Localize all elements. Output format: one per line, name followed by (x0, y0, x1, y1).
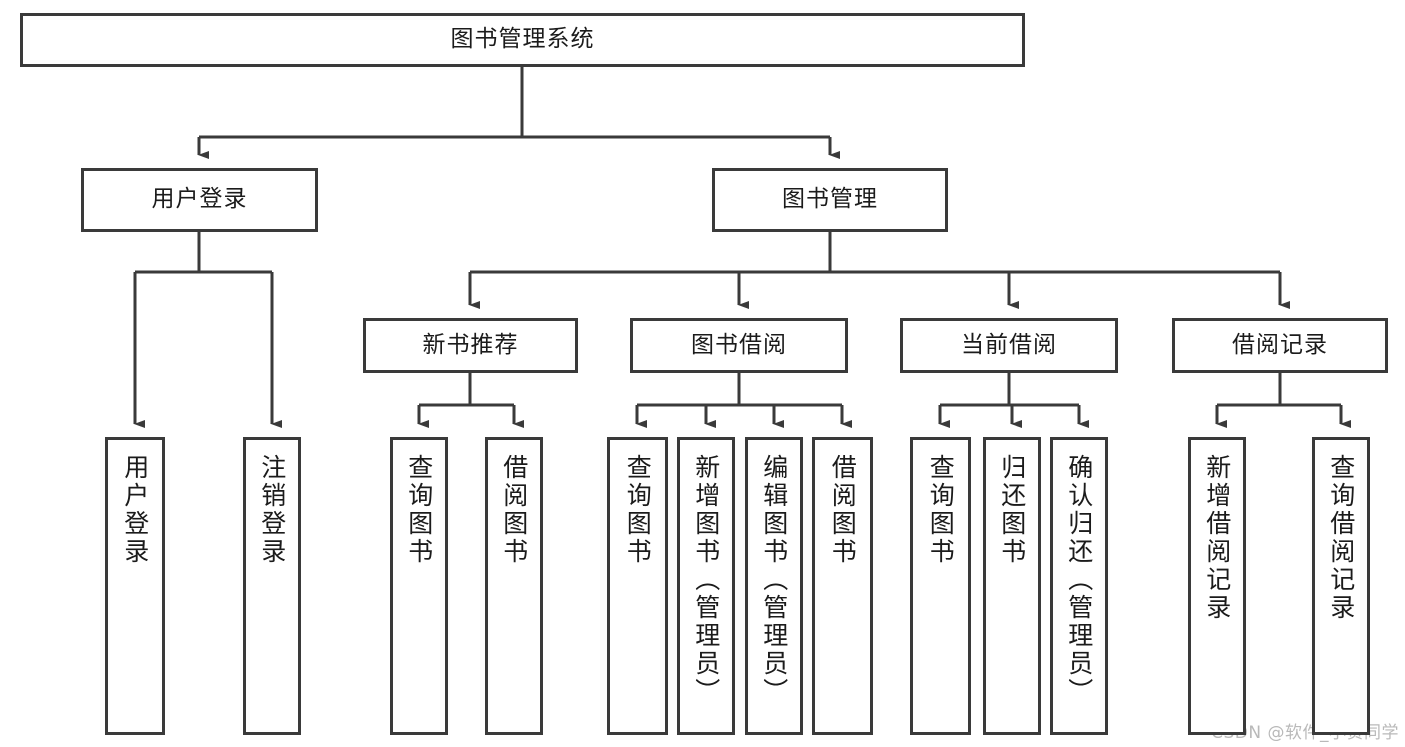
node-label: 用户登录 (120, 454, 150, 566)
node-new-book-recommend[interactable]: 新书推荐 (363, 318, 578, 373)
node-label: 图书管理 (782, 186, 878, 213)
node-label: 注销登录 (257, 454, 287, 566)
node-label: 借阅记录 (1232, 331, 1328, 358)
node-label: 新书推荐 (422, 331, 519, 358)
node-leaf-user-login[interactable]: 用户登录 (105, 437, 165, 735)
node-leaf-confirm-return[interactable]: 确认归还（管理员） (1050, 437, 1108, 735)
node-borrow-record[interactable]: 借阅记录 (1172, 318, 1388, 373)
node-label: 归还图书 (997, 454, 1027, 566)
node-label: 借阅图书 (499, 454, 529, 566)
node-leaf-logout[interactable]: 注销登录 (243, 437, 301, 735)
node-label: 新增借阅记录 (1202, 454, 1232, 622)
node-label: 图书借阅 (691, 331, 787, 358)
node-label: 新增图书（管理员） (691, 454, 721, 706)
node-label: 查询图书 (926, 454, 956, 566)
node-label: 借阅图书 (828, 454, 858, 566)
node-leaf-query-book-3[interactable]: 查询图书 (910, 437, 971, 735)
node-leaf-query-record[interactable]: 查询借阅记录 (1312, 437, 1370, 735)
node-label: 查询借阅记录 (1326, 454, 1356, 622)
node-leaf-query-book-1[interactable]: 查询图书 (390, 437, 448, 735)
node-leaf-return-book[interactable]: 归还图书 (983, 437, 1041, 735)
node-label: 用户登录 (151, 186, 248, 213)
node-label: 查询图书 (623, 454, 653, 566)
node-label: 确认归还（管理员） (1064, 454, 1094, 706)
node-current-borrow[interactable]: 当前借阅 (900, 318, 1118, 373)
node-leaf-query-book-2[interactable]: 查询图书 (607, 437, 668, 735)
node-root-system[interactable]: 图书管理系统 (20, 13, 1025, 67)
node-label: 编辑图书（管理员） (759, 454, 789, 706)
node-leaf-borrow-book-2[interactable]: 借阅图书 (812, 437, 873, 735)
node-book-borrow[interactable]: 图书借阅 (630, 318, 848, 373)
node-leaf-edit-book[interactable]: 编辑图书（管理员） (745, 437, 803, 735)
node-label: 查询图书 (404, 454, 434, 566)
node-leaf-borrow-book-1[interactable]: 借阅图书 (485, 437, 543, 735)
node-book-manage[interactable]: 图书管理 (712, 168, 948, 232)
node-label: 当前借阅 (961, 331, 1057, 358)
node-user-login[interactable]: 用户登录 (81, 168, 318, 232)
node-label: 图书管理系统 (450, 26, 595, 53)
node-leaf-add-book[interactable]: 新增图书（管理员） (677, 437, 735, 735)
node-leaf-add-record[interactable]: 新增借阅记录 (1188, 437, 1246, 735)
